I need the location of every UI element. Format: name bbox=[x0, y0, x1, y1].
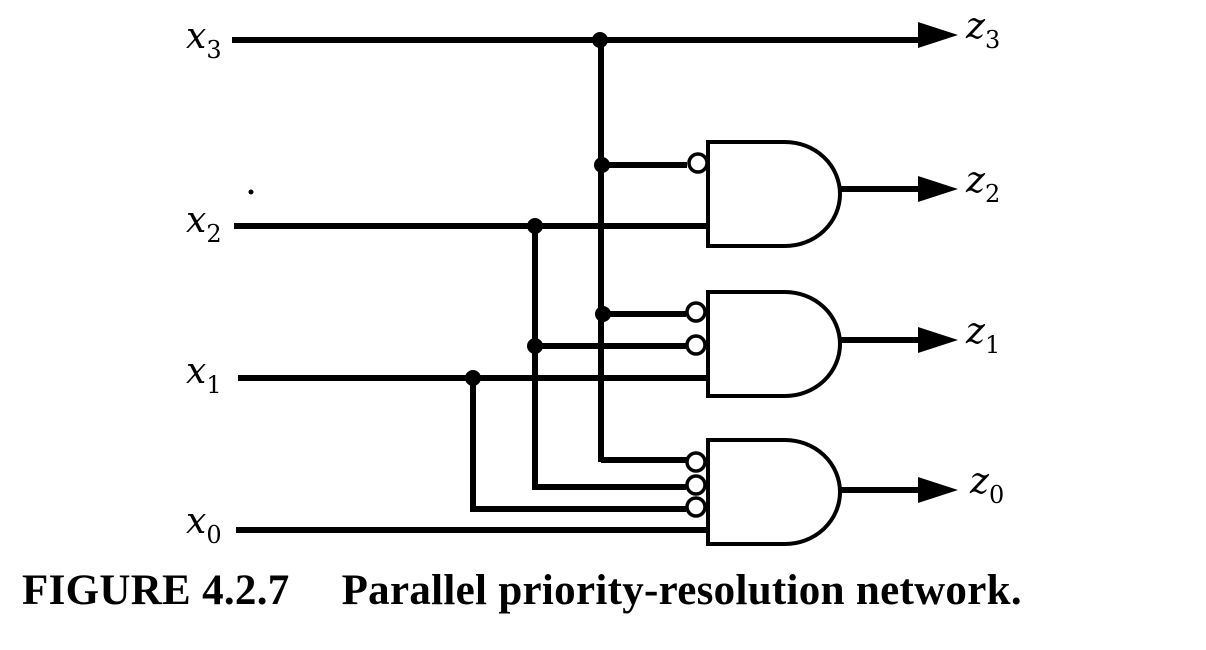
input-label-x0: x0 bbox=[186, 501, 222, 549]
figure-caption: FIGURE 4.2.7 Parallel priority-resolution… bbox=[22, 566, 1022, 615]
arrow-z2 bbox=[918, 176, 958, 202]
inversion-bubble-x1-gate-z0 bbox=[685, 496, 707, 518]
and-gate-z1 bbox=[706, 290, 842, 398]
figure-title: Parallel priority-resolution network. bbox=[341, 567, 1022, 614]
inversion-bubble-x3-gate-z1 bbox=[685, 301, 707, 323]
junction-x1 bbox=[465, 370, 481, 386]
arrow-z1 bbox=[918, 327, 958, 353]
inversion-bubble-x3-gate-z2 bbox=[687, 152, 709, 174]
inversion-bubble-x2-gate-z0 bbox=[685, 474, 707, 496]
print-speck bbox=[248, 189, 254, 195]
output-label-z3: z3 bbox=[965, 6, 1000, 54]
arrow-z0 bbox=[918, 477, 958, 503]
junction-x2-top bbox=[527, 218, 543, 234]
output-label-z2: z2 bbox=[965, 160, 1000, 208]
inversion-bubble-x2-gate-z1 bbox=[685, 334, 707, 356]
output-label-z1: z1 bbox=[965, 311, 1000, 359]
input-label-x1: x1 bbox=[186, 351, 222, 399]
arrow-z3 bbox=[918, 22, 958, 48]
output-label-z0: z0 bbox=[969, 461, 1004, 509]
figure-number: FIGURE 4.2.7 bbox=[22, 567, 290, 614]
inversion-bubble-x3-gate-z0 bbox=[685, 451, 707, 473]
and-gate-z0 bbox=[706, 438, 842, 546]
and-gate-z2 bbox=[706, 140, 842, 248]
input-label-x3: x3 bbox=[186, 16, 222, 64]
junction-x3-top bbox=[592, 32, 608, 48]
input-label-x2: x2 bbox=[186, 200, 222, 248]
